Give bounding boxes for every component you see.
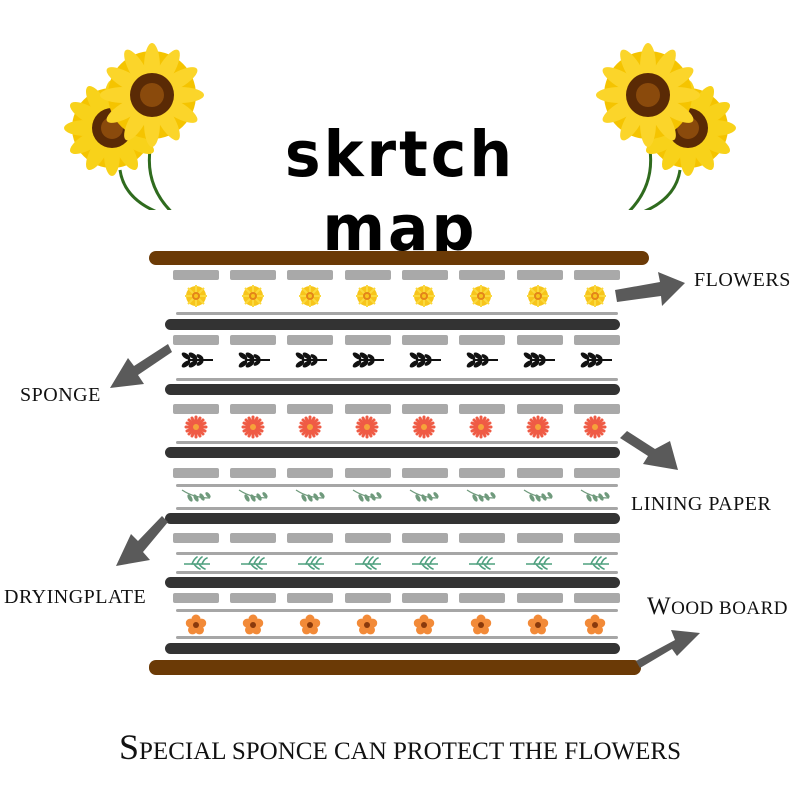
red-daisy-icon	[526, 415, 550, 439]
red-daisy-icon	[298, 415, 322, 439]
black-leaf-sprig-icon	[408, 350, 442, 374]
teal-fern-icon	[526, 556, 552, 570]
lining-paper	[176, 609, 618, 612]
orange-flower-icon	[412, 613, 436, 637]
yellow-daisy-icon	[241, 284, 265, 308]
lining-paper	[176, 552, 618, 555]
drying-plate	[165, 384, 620, 395]
green-leaf-sprig-icon	[294, 488, 328, 504]
sunflower-left-icon	[50, 40, 210, 210]
label-wood-board: WOOD BOARD	[647, 593, 788, 621]
yellow-daisy-icon	[355, 284, 379, 308]
lining-paper	[176, 636, 618, 639]
drying-plate	[165, 577, 620, 588]
green-leaf-sprig-icon	[522, 488, 556, 504]
teal-fern-icon	[184, 556, 210, 570]
label-drying-plate: DRYINGPLATE	[4, 586, 147, 608]
page-title: skrtch map	[284, 118, 516, 266]
yellow-daisy-icon	[298, 284, 322, 308]
green-leaf-sprig-icon	[180, 488, 214, 504]
lining-paper	[176, 378, 618, 381]
teal-fern-icon	[412, 556, 438, 570]
green-leaf-sprig-icon	[351, 488, 385, 504]
black-leaf-sprig-icon	[294, 350, 328, 374]
lining-paper	[176, 441, 618, 444]
teal-fern-icon	[583, 556, 609, 570]
teal-fern-icon	[241, 556, 267, 570]
red-daisy-icon	[241, 415, 265, 439]
black-leaf-sprig-icon	[579, 350, 613, 374]
red-daisy-icon	[412, 415, 436, 439]
label-sponge: SPONGE	[20, 384, 101, 406]
yellow-daisy-icon	[583, 284, 607, 308]
drying-plate	[165, 513, 620, 524]
black-leaf-sprig-icon	[237, 350, 271, 374]
lining-paper	[176, 571, 618, 574]
teal-fern-icon	[298, 556, 324, 570]
red-daisy-icon	[184, 415, 208, 439]
yellow-daisy-icon	[469, 284, 493, 308]
drying-plate	[165, 447, 620, 458]
caption-initial: S	[119, 727, 140, 767]
label-wood-board-rest: OOD BOARD	[671, 598, 789, 619]
green-leaf-sprig-icon	[237, 488, 271, 504]
caption-text: PECIAL SPONCE CAN PROTECT THE FLOWERS	[139, 738, 681, 765]
black-leaf-sprig-icon	[351, 350, 385, 374]
red-daisy-icon	[469, 415, 493, 439]
yellow-daisy-icon	[526, 284, 550, 308]
orange-flower-icon	[583, 613, 607, 637]
yellow-daisy-icon	[184, 284, 208, 308]
orange-flower-icon	[241, 613, 265, 637]
orange-flower-icon	[298, 613, 322, 637]
green-leaf-sprig-icon	[465, 488, 499, 504]
green-leaf-sprig-icon	[408, 488, 442, 504]
drying-plate	[165, 319, 620, 330]
black-leaf-sprig-icon	[465, 350, 499, 374]
orange-flower-icon	[184, 613, 208, 637]
orange-flower-icon	[526, 613, 550, 637]
black-leaf-sprig-icon	[180, 350, 214, 374]
sunflower-right-icon	[590, 40, 750, 210]
drying-plate	[165, 643, 620, 654]
wood-board-top	[149, 251, 649, 265]
orange-flower-icon	[469, 613, 493, 637]
label-lining-paper: LINING PAPER	[631, 493, 772, 515]
red-daisy-icon	[355, 415, 379, 439]
label-flowers: FLOWERS	[694, 269, 791, 291]
lining-paper	[176, 484, 618, 487]
yellow-daisy-icon	[412, 284, 436, 308]
lining-paper	[176, 312, 618, 315]
label-wood-board-initial: W	[647, 593, 672, 620]
wood-board-bottom	[149, 660, 641, 675]
teal-fern-icon	[469, 556, 495, 570]
teal-fern-icon	[355, 556, 381, 570]
red-daisy-icon	[583, 415, 607, 439]
lining-paper	[176, 507, 618, 510]
orange-flower-icon	[355, 613, 379, 637]
caption: SPECIAL SPONCE CAN PROTECT THE FLOWERS	[0, 726, 800, 768]
green-leaf-sprig-icon	[579, 488, 613, 504]
black-leaf-sprig-icon	[522, 350, 556, 374]
